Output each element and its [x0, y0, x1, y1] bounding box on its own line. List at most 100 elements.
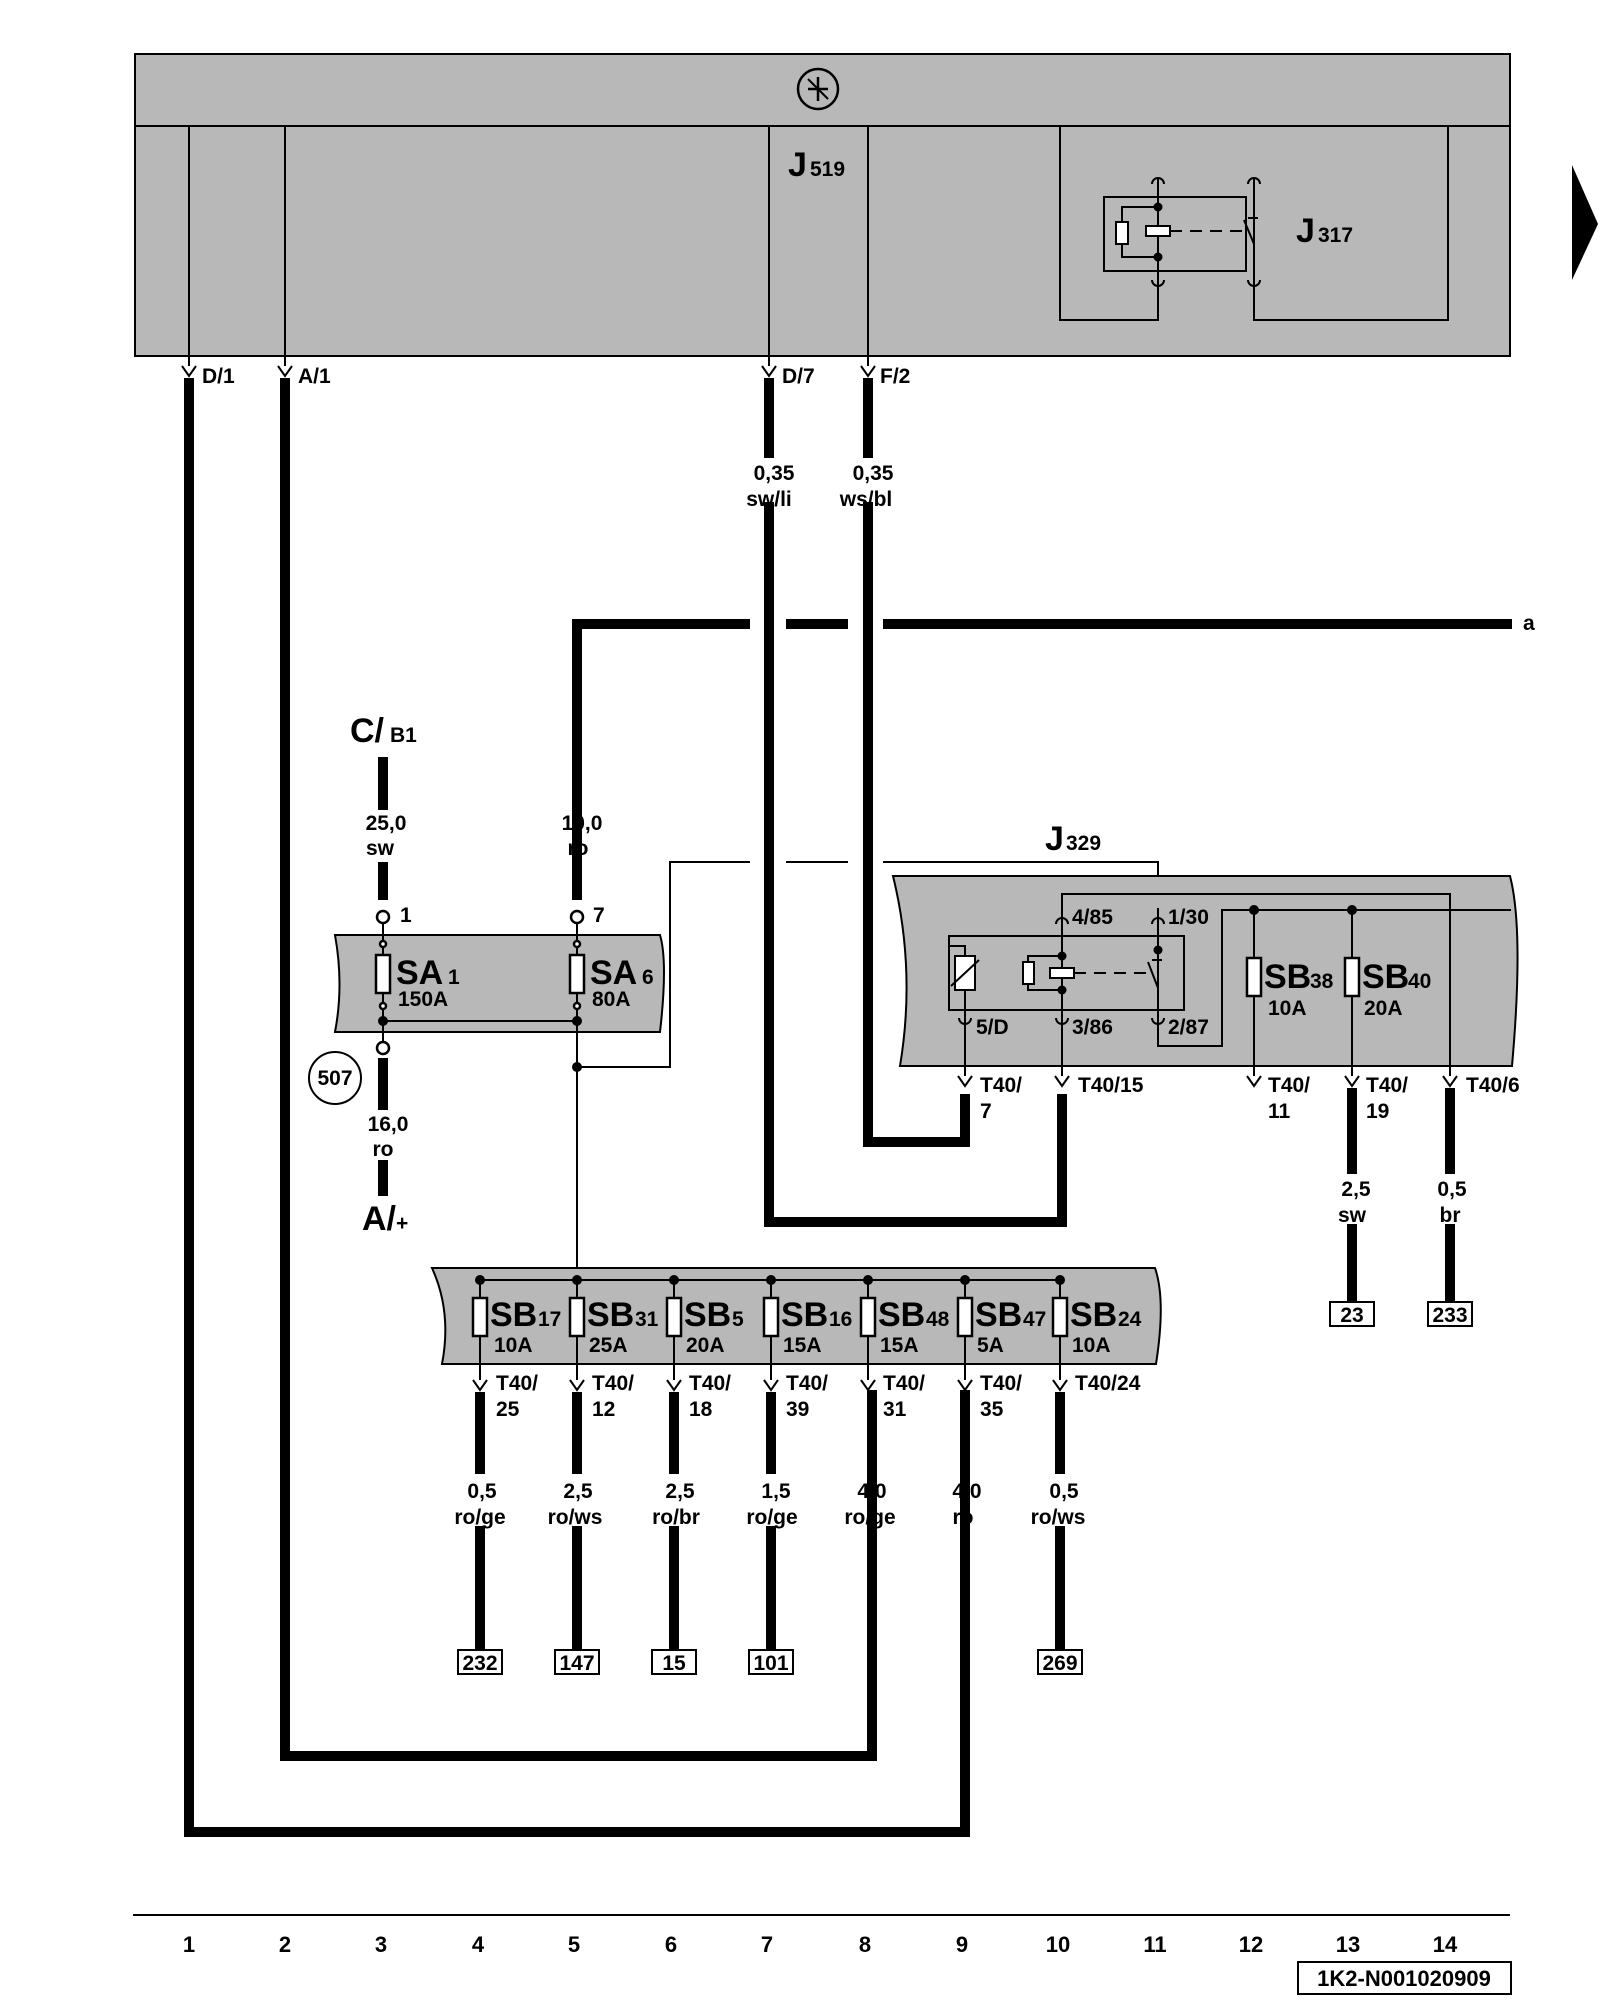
- wire-f2: [863, 502, 970, 1147]
- wire-d7-size: 0,35: [754, 462, 795, 485]
- ref-147[interactable]: [554, 1649, 600, 1675]
- ref-15-label: 15: [662, 1652, 686, 1675]
- pin-t40-35: T40/: [980, 1372, 1022, 1395]
- wire-sb5-size: 2,5: [665, 1480, 695, 1503]
- wire-sb16-color: ro/ge: [746, 1506, 797, 1529]
- wire-aplus-color: ro: [373, 1138, 394, 1161]
- sb-output-wires: [475, 1392, 1065, 1832]
- ground-point-label: 507: [317, 1067, 352, 1090]
- pin-7: 7: [593, 904, 605, 927]
- j519-housing: [134, 53, 1511, 357]
- wire-sb48-color: ro/ge: [844, 1506, 895, 1529]
- fuse-sa6-label: SA: [590, 954, 637, 992]
- pin-4-85: 4/85: [1072, 906, 1113, 929]
- pin-t40-25: T40/: [496, 1372, 538, 1395]
- fuse-sb17-index: 17: [538, 1308, 561, 1331]
- fuse-sb17-label: SB: [490, 1296, 537, 1334]
- ref-101[interactable]: [748, 1649, 794, 1675]
- wire-sb17-size: 0,5: [467, 1480, 497, 1503]
- wire-sb31-color: ro/ws: [548, 1506, 603, 1529]
- j329-label: J: [1045, 820, 1064, 858]
- svg-text:6: 6: [665, 1932, 677, 1957]
- fuse-sb31-index: 31: [635, 1308, 659, 1331]
- svg-text:1: 1: [183, 1932, 195, 1957]
- control-unit-symbol-icon: [796, 67, 840, 111]
- fuse-sb16-label: SB: [781, 1296, 828, 1334]
- fuse-sa6-index: 6: [642, 966, 654, 989]
- ground-point: [308, 1051, 362, 1105]
- pin-t40-19-num: 19: [1366, 1100, 1389, 1123]
- pin-1-30: 1/30: [1168, 906, 1209, 929]
- pin-2-87: 2/87: [1168, 1016, 1209, 1039]
- fuse-sb24-index: 24: [1118, 1308, 1142, 1331]
- fuse-sb47-index: 47: [1023, 1308, 1046, 1331]
- ref-233[interactable]: [1427, 1301, 1473, 1327]
- fuse-sb47-rating: 5A: [977, 1334, 1004, 1357]
- fuse-sb48-label: SB: [878, 1296, 925, 1334]
- pin-3-86: 3/86: [1072, 1016, 1113, 1039]
- wire-sb17-color: ro/ge: [454, 1506, 505, 1529]
- pin-1: 1: [400, 904, 412, 927]
- wire-sb38-size: 2,5: [1341, 1178, 1371, 1201]
- j317-label: J: [1296, 212, 1315, 250]
- pin-d7: D/7: [782, 365, 815, 388]
- ref-232[interactable]: [457, 1649, 503, 1675]
- wire-cb1-color: sw: [366, 837, 395, 860]
- pin-5-d: 5/D: [976, 1016, 1009, 1039]
- svg-text:10: 10: [1046, 1932, 1070, 1957]
- wire-sb40-size: 0,5: [1437, 1178, 1467, 1201]
- pin-t40-31: T40/: [883, 1372, 925, 1395]
- j329-index: 329: [1066, 832, 1101, 855]
- j519-label: J: [788, 146, 807, 184]
- source-a-sub: +: [396, 1212, 408, 1235]
- wire-sb24-color: ro/ws: [1031, 1506, 1086, 1529]
- pin-t40-39-num: 39: [786, 1398, 809, 1421]
- pin-t40-31-num: 31: [883, 1398, 907, 1421]
- fuse-sb40-label: SB: [1362, 958, 1409, 996]
- pin-t40-35-num: 35: [980, 1398, 1004, 1421]
- fuse-sb31-label: SB: [587, 1296, 634, 1334]
- wire-sb40-color: br: [1440, 1204, 1461, 1227]
- source-c: C/: [350, 712, 385, 750]
- svg-text:14: 14: [1433, 1932, 1458, 1957]
- pin-t40-19: T40/: [1366, 1074, 1408, 1097]
- wire-end-a: a: [1523, 612, 1535, 635]
- j519-index: 519: [810, 158, 845, 181]
- wire-sb48-size: 4,0: [857, 1480, 886, 1503]
- fuse-sa6-rating: 80A: [592, 988, 631, 1011]
- ref-232-label: 232: [462, 1652, 497, 1675]
- svg-text:2: 2: [279, 1932, 291, 1957]
- wire-f2-size: 0,35: [853, 462, 894, 485]
- svg-text:8: 8: [859, 1932, 871, 1957]
- track-numbers: 1 2 3 4 5 6 7 8 9 10 11 12 13 14: [183, 1932, 1458, 1957]
- fuse-sa6: [568, 953, 586, 995]
- fuse-sb48-index: 48: [926, 1308, 950, 1331]
- document-code-box: [1297, 1961, 1512, 1995]
- ref-269[interactable]: [1037, 1649, 1083, 1675]
- ref-23[interactable]: [1329, 1301, 1375, 1327]
- fuse-sb47-label: SB: [975, 1296, 1022, 1334]
- sb-fuse-box: [430, 1267, 1162, 1365]
- page-continue-arrow-icon[interactable]: [1572, 165, 1598, 280]
- source-a: A/: [362, 1200, 397, 1238]
- svg-text:9: 9: [956, 1932, 968, 1957]
- wire-sb31-size: 2,5: [563, 1480, 593, 1503]
- fuse-sb17-rating: 10A: [494, 1334, 533, 1357]
- pin-f2: F/2: [880, 365, 910, 388]
- svg-text:11: 11: [1143, 1932, 1166, 1957]
- wire-d7-color: sw/li: [746, 488, 792, 511]
- fuse-sb16-index: 16: [829, 1308, 852, 1331]
- fuse-sb48-rating: 15A: [880, 1334, 919, 1357]
- ref-233-label: 233: [1432, 1304, 1467, 1327]
- fuse-sa1: [374, 953, 392, 995]
- ref-23-label: 23: [1340, 1304, 1363, 1327]
- ref-15[interactable]: [651, 1649, 697, 1675]
- pin-t40-39: T40/: [786, 1372, 828, 1395]
- wire-sa6-j329: [577, 861, 750, 1068]
- wire-sb5-color: ro/br: [652, 1506, 700, 1529]
- fuse-sa1-rating: 150A: [398, 988, 448, 1011]
- svg-text:4: 4: [472, 1932, 485, 1957]
- wire-sb47-size: 4,0: [952, 1480, 981, 1503]
- document-code: 1K2-N001020909: [1317, 1966, 1491, 1991]
